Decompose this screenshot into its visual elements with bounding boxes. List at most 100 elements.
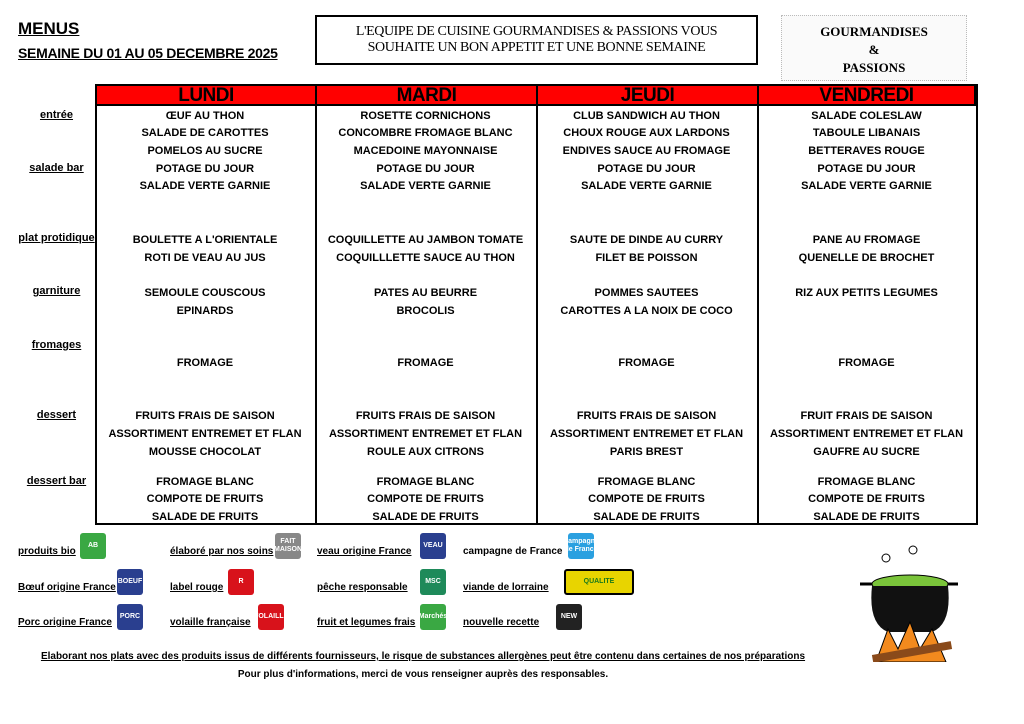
menu-item: SALADE DE CAROTTES: [141, 127, 269, 139]
category-label: entrée: [39, 109, 74, 121]
menu-item: CONCOMBRE FROMAGE BLANC: [338, 127, 513, 139]
legend-label: veau origine France: [317, 546, 412, 557]
boeuf-france-icon: BOEUF: [117, 569, 143, 595]
menu-item: BOULETTE A L'ORIENTALE: [132, 234, 278, 246]
menu-item: ŒUF AU THON: [165, 110, 245, 122]
menu-item: FRUITS FRAIS DE SAISON: [576, 410, 717, 422]
legend-label: campagne de France: [463, 546, 563, 557]
menu-item: FROMAGE: [397, 357, 454, 369]
campagne-france-icon: Campagne de France: [568, 533, 594, 559]
menu-item: MACEDOINE MAYONNAISE: [353, 145, 498, 157]
legend-label: nouvelle recette: [463, 617, 540, 628]
legend-label: volaille française: [170, 617, 251, 628]
legend-label: élaboré par nos soins: [170, 546, 274, 557]
message-line: SOUHAITE UN BON APPETIT ET UNE BONNE SEM…: [367, 40, 706, 55]
category-label: fromages: [31, 339, 82, 351]
menu-item: PARIS BREST: [609, 446, 684, 458]
menu-item: QUENELLE DE BROCHET: [798, 252, 935, 264]
menu-item: FROMAGE BLANC: [597, 476, 696, 488]
ab-bio-icon: AB: [80, 533, 106, 559]
porc-france-icon: PORC: [117, 604, 143, 630]
day-header-mardi: MARDI: [317, 86, 538, 106]
category-label: plat protidique: [18, 232, 95, 244]
menu-item: TABOULE LIBANAIS: [812, 127, 921, 139]
menu-item: FRUITS FRAIS DE SAISON: [135, 410, 275, 422]
category-label: salade bar: [29, 162, 84, 174]
menu-item: POTAGE DU JOUR: [817, 163, 916, 175]
lorraine-qualite-icon: QUALITE: [564, 569, 634, 595]
menu-item: BROCOLIS: [396, 305, 455, 317]
column-divider: [757, 86, 759, 523]
category-label: garniture: [32, 285, 81, 297]
category-label: dessert: [36, 409, 77, 421]
menu-item: ASSORTIMENT ENTREMET ET FLAN: [108, 428, 302, 440]
menu-item: FROMAGE: [176, 357, 234, 369]
label-rouge-icon: R: [228, 569, 254, 595]
menu-item: COMPOTE DE FRUITS: [808, 493, 925, 505]
menu-item: SALADE VERTE GARNIE: [139, 180, 271, 192]
legend-label: fruit et legumes frais: [317, 617, 416, 628]
menu-item: FROMAGE BLANC: [156, 476, 254, 488]
menu-item: SALADE DE FRUITS: [151, 511, 259, 523]
menu-item: ASSORTIMENT ENTREMET ET FLAN: [549, 428, 744, 440]
menu-item: PANE AU FROMAGE: [812, 234, 921, 246]
legend-label: viande de lorraine: [463, 582, 549, 593]
menu-item: SALADE COLESLAW: [811, 110, 922, 122]
menu-item: ROSETTE CORNICHONS: [360, 110, 491, 122]
menu-item: POTAGE DU JOUR: [597, 163, 696, 175]
menu-item: COMPOTE DE FRUITS: [588, 493, 705, 505]
menu-item: EPINARDS: [176, 305, 234, 317]
menu-item: SALADE DE FRUITS: [813, 511, 920, 523]
menu-item: ROULE AUX CITRONS: [367, 446, 484, 458]
menu-item: SALADE VERTE GARNIE: [581, 180, 712, 192]
menu-item: COMPOTE DE FRUITS: [146, 493, 264, 505]
legend-label: produits bio: [18, 546, 76, 557]
menu-item: FRUIT FRAIS DE SAISON: [800, 410, 933, 422]
legend-label: Bœuf origine France: [18, 582, 116, 593]
column-divider: [315, 86, 317, 523]
menu-item: BETTERAVES ROUGE: [808, 145, 925, 157]
menu-item: POTAGE DU JOUR: [376, 163, 475, 175]
info-notice: Pour plus d'informations, merci de vous …: [237, 669, 609, 680]
menu-item: COQUILLETTE AU JAMBON TOMATE: [327, 234, 524, 246]
menu-item: SALADE DE FRUITS: [593, 511, 700, 523]
legend-label: pêche responsable: [317, 582, 408, 593]
menu-item: ENDIVES SAUCE AU FROMAGE: [562, 145, 731, 157]
brand-logo: GOURMANDISES & PASSIONS: [781, 15, 967, 81]
volaille-francaise-icon: VOLAILLE: [258, 604, 284, 630]
page-title: MENUS: [18, 19, 80, 38]
category-label: dessert bar: [26, 475, 87, 487]
menu-item: FROMAGE: [618, 357, 675, 369]
cauldron-illustration: [860, 545, 958, 662]
menu-item: FILET BE POISSON: [595, 252, 698, 264]
menu-item: SALADE VERTE GARNIE: [360, 180, 491, 192]
day-header-vendredi: VENDREDI: [759, 86, 976, 106]
menu-item: MOUSSE CHOCOLAT: [148, 446, 262, 458]
peche-responsable-icon: MSC: [420, 569, 446, 595]
menu-item: COQUILLLETTE SAUCE AU THON: [336, 252, 515, 264]
welcome-message: L'EQUIPE DE CUISINE GOURMANDISES & PASSI…: [315, 15, 758, 65]
week-label: SEMAINE DU 01 AU 05 DECEMBRE 2025: [18, 45, 278, 61]
legend-label: label rouge: [170, 582, 224, 593]
menu-item: FROMAGE: [838, 357, 895, 369]
day-header-jeudi: JEUDI: [538, 86, 759, 106]
legend-label: Porc origine France: [18, 617, 112, 628]
message-line: L'EQUIPE DE CUISINE GOURMANDISES & PASSI…: [355, 24, 718, 39]
menu-item: ROTI DE VEAU AU JUS: [144, 252, 266, 264]
allergen-notice: Elaborant nos plats avec des produits is…: [40, 651, 806, 662]
producteurs-pays-icon: Marchés: [420, 604, 446, 630]
menu-item: SAUTE DE DINDE AU CURRY: [569, 234, 724, 246]
menu-item: PATES AU BEURRE: [373, 287, 478, 299]
menu-item: FRUITS FRAIS DE SAISON: [355, 410, 496, 422]
menu-item: ASSORTIMENT ENTREMET ET FLAN: [769, 428, 964, 440]
day-header-lundi: LUNDI: [97, 86, 317, 106]
fait-maison-icon: FAIT MAISON: [275, 533, 301, 559]
menu-item: RIZ AUX PETITS LEGUMES: [795, 287, 938, 299]
nouvelle-recette-icon: NEW: [556, 604, 582, 630]
menu-item: SALADE VERTE GARNIE: [801, 180, 932, 192]
menu-item: CLUB SANDWICH AU THON: [573, 110, 720, 122]
menu-item: SALADE DE FRUITS: [372, 511, 479, 523]
brand-line: &: [868, 42, 880, 57]
menu-item: FROMAGE BLANC: [817, 476, 916, 488]
